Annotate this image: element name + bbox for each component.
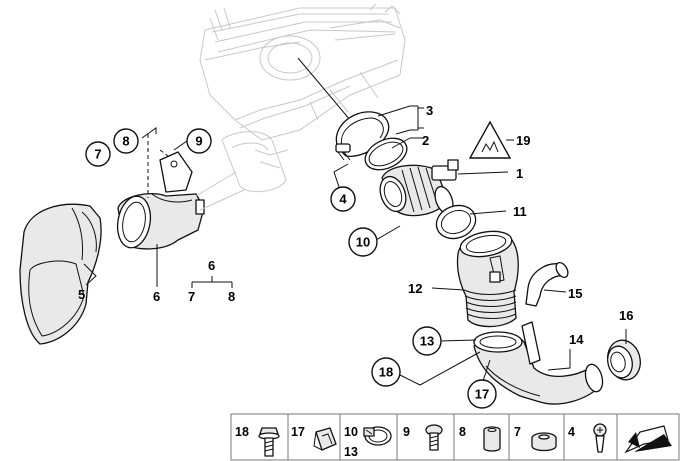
- air-filter-housing-ghost: [199, 3, 406, 193]
- flange-bolt-icon: [258, 427, 280, 457]
- callout-9: 9: [195, 134, 202, 149]
- callout-3: 3: [426, 103, 433, 118]
- air-scoop[interactable]: [19, 203, 102, 345]
- tray-cell-4[interactable]: [563, 413, 618, 461]
- tray-label-18: 18: [235, 425, 249, 439]
- small-parts-tray: 18 17 10 13 9 8 7 4: [230, 413, 680, 461]
- expanding-rivet-icon: [593, 423, 607, 453]
- callout-bubble-9: [186, 128, 212, 154]
- callout-bubble-13: [412, 326, 442, 356]
- air-mass-sensor[interactable]: [376, 159, 459, 217]
- grommet[interactable]: [603, 337, 644, 384]
- next-page-arrow-icon[interactable]: [624, 425, 672, 454]
- sleeve-icon: [483, 426, 501, 452]
- callout-15: 15: [568, 286, 582, 301]
- callout-7-group: 7: [188, 289, 195, 304]
- tray-cell-9[interactable]: [396, 413, 455, 461]
- callout-8-group: 8: [228, 289, 235, 304]
- callout-bubble-4: [330, 186, 356, 212]
- callout-bubble-7: [85, 141, 111, 167]
- tray-label-7: 7: [514, 425, 521, 439]
- callout-8: 8: [122, 134, 129, 149]
- flanged-duct[interactable]: [114, 151, 205, 250]
- warning-symbol-icon: [481, 140, 499, 153]
- clamp-ring[interactable]: [432, 200, 481, 244]
- hose-clamp-icon: [363, 426, 392, 446]
- callout-bubble-18: [371, 357, 401, 387]
- callout-16: 16: [619, 308, 633, 323]
- callout-bubble-17: [467, 379, 497, 409]
- callout-13: 13: [420, 334, 434, 349]
- callout-5: 5: [78, 287, 85, 302]
- callout-1: 1: [516, 166, 523, 181]
- callout-18: 18: [379, 365, 393, 380]
- tray-label-17: 17: [291, 425, 305, 439]
- vent-hose[interactable]: [525, 261, 570, 307]
- callout-12: 12: [408, 281, 422, 296]
- callout-19: 19: [516, 133, 530, 148]
- tray-label-4: 4: [568, 425, 575, 439]
- screw-icon: [425, 424, 443, 451]
- callout-4: 4: [339, 192, 347, 207]
- tray-label-9: 9: [403, 425, 410, 439]
- tray-label-10: 10: [344, 425, 358, 439]
- tray-label-8: 8: [459, 425, 466, 439]
- callout-17: 17: [475, 387, 489, 402]
- intake-boot[interactable]: [456, 228, 519, 328]
- callout-11: 11: [513, 204, 527, 219]
- tray-label-13: 13: [344, 445, 358, 459]
- callout-10: 10: [356, 235, 370, 250]
- callout-labels: 7 8 9 3 2 4 19 1 11 10 12 15 16 13 14 18…: [78, 103, 633, 409]
- clip-nut-icon: [313, 427, 337, 451]
- rubber-mount-icon: [531, 432, 557, 452]
- callout-bubble-8: [113, 128, 139, 154]
- callout-bubble-10: [348, 227, 378, 257]
- leader-lines: [83, 105, 627, 386]
- warning-triangle-icon: [468, 120, 512, 159]
- callout-14: 14: [569, 332, 584, 347]
- callout-6: 6: [153, 289, 160, 304]
- callout-2: 2: [422, 133, 429, 148]
- intake-pipe[interactable]: [473, 321, 605, 405]
- callout-7: 7: [94, 147, 101, 162]
- gasket-ring[interactable]: [360, 132, 412, 176]
- callout-6-group: 6: [208, 258, 215, 273]
